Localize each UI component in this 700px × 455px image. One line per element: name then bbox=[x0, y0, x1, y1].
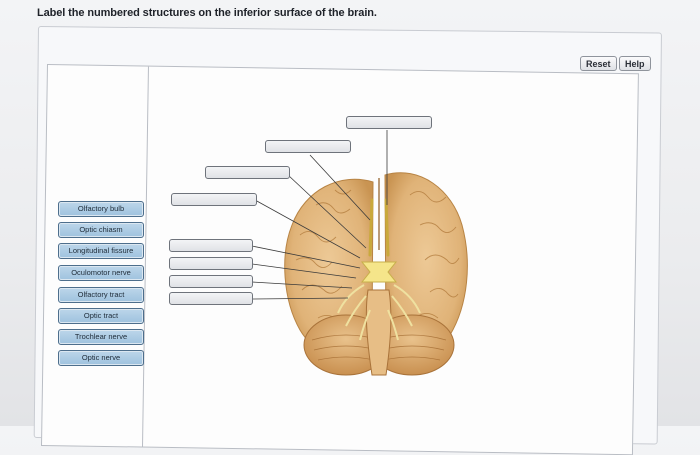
brainstem bbox=[365, 289, 392, 376]
brain-diagram bbox=[251, 130, 468, 376]
label-chip-optic-chiasm[interactable]: Optic chiasm bbox=[58, 222, 144, 238]
page-title: Label the numbered structures on the inf… bbox=[37, 7, 377, 19]
reset-button[interactable]: Reset bbox=[580, 56, 617, 71]
label-chip-longitudinal-fissure[interactable]: Longitudinal fissure bbox=[58, 243, 144, 259]
drop-target-7[interactable] bbox=[169, 275, 253, 288]
drop-target-8[interactable] bbox=[169, 292, 253, 305]
cranial-nerves bbox=[337, 284, 421, 341]
label-chip-olfactory-bulb[interactable]: Olfactory bulb bbox=[58, 201, 144, 217]
drop-target-3[interactable] bbox=[205, 166, 290, 179]
drop-target-5[interactable] bbox=[169, 239, 253, 252]
olfactory-structures bbox=[368, 198, 390, 257]
label-chip-olfactory-tract[interactable]: Olfactory tract bbox=[58, 287, 144, 303]
drop-target-2[interactable] bbox=[265, 140, 351, 153]
drop-target-6[interactable] bbox=[169, 257, 253, 270]
label-chip-oculomotor-nerve[interactable]: Oculomotor nerve bbox=[58, 265, 144, 281]
label-chip-optic-tract[interactable]: Optic tract bbox=[58, 308, 144, 324]
label-chip-optic-nerve[interactable]: Optic nerve bbox=[58, 350, 144, 366]
help-button[interactable]: Help bbox=[619, 56, 651, 71]
drop-target-4[interactable] bbox=[171, 193, 257, 206]
optic-chiasm-shape bbox=[360, 261, 398, 283]
leader-lines bbox=[251, 130, 388, 300]
label-chip-trochlear-nerve[interactable]: Trochlear nerve bbox=[58, 329, 144, 345]
drop-target-1[interactable] bbox=[346, 116, 432, 129]
